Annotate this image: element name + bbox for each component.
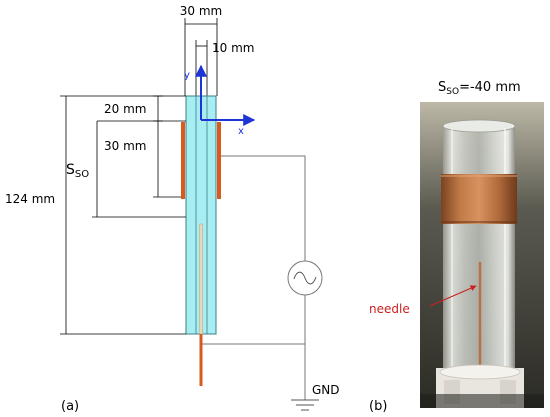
width-dimension: 30 mm xyxy=(180,4,222,96)
y-axis-label: y xyxy=(184,70,190,81)
offset-label: 20 mm xyxy=(104,102,146,116)
photo-title: SSO=-40 mm xyxy=(438,80,521,97)
needle-pointer-arrow xyxy=(429,285,477,307)
needle-label: needle xyxy=(369,302,410,316)
needle-electrode xyxy=(199,223,203,335)
width-label: 30 mm xyxy=(180,4,222,18)
coordinate-axes: y x xyxy=(184,64,256,137)
ground-label: GND xyxy=(312,383,340,397)
sso-dimension: SSO xyxy=(66,121,186,218)
schematic-panel: 30 mm 10 mm y x xyxy=(5,4,340,414)
inner-label: 10 mm xyxy=(212,41,254,55)
photo-panel: SSO=-40 mm needle (b) xyxy=(369,80,544,414)
total-length-label: 124 mm xyxy=(5,192,55,206)
panel-b-label: (b) xyxy=(369,399,387,414)
total-length-dimension: 124 mm xyxy=(5,95,186,335)
photo-image xyxy=(420,102,544,408)
outer-electrode-right xyxy=(217,122,221,199)
ground-icon xyxy=(291,399,319,411)
electrode-label: 30 mm xyxy=(104,139,146,153)
outer-electrode-left xyxy=(181,122,185,199)
panel-a-label: (a) xyxy=(61,399,79,414)
x-axis-label: x xyxy=(238,126,244,137)
supply-wire-top xyxy=(221,155,306,261)
power-circuit: GND xyxy=(201,155,340,411)
inner-dimension: 10 mm xyxy=(195,40,254,96)
electrode-dimension: 30 mm xyxy=(104,121,181,198)
sso-label: SSO xyxy=(66,162,89,180)
offset-dimension: 20 mm xyxy=(97,95,186,122)
copper-band xyxy=(441,174,517,224)
